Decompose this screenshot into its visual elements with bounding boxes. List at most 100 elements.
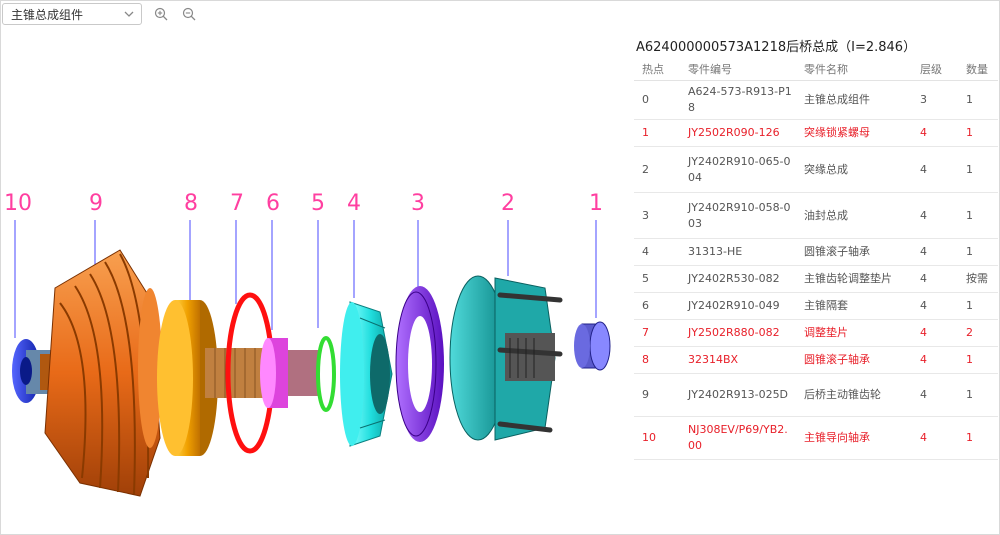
cell-name: 调整垫片 — [796, 319, 912, 347]
cell-level: 4 — [912, 319, 958, 347]
col-part-no: 零件编号 — [680, 58, 796, 81]
cell-name: 突缘锁紧螺母 — [796, 119, 912, 147]
callout-4[interactable]: 4 — [347, 191, 361, 216]
cell-level: 4 — [912, 416, 958, 460]
cell-hotspot: 9 — [634, 373, 680, 417]
cell-qty: 1 — [958, 373, 998, 417]
callout-5[interactable]: 5 — [311, 191, 325, 216]
part-1-lock-nut[interactable] — [574, 321, 611, 371]
assembly-title: A624000000573A1218后桥总成（I=2.846） — [636, 40, 917, 55]
callout-10[interactable]: 10 — [4, 191, 32, 216]
cell-level: 4 — [912, 146, 958, 193]
callout-7[interactable]: 7 — [230, 191, 244, 216]
cell-qty: 按需 — [958, 265, 998, 293]
cell-part-no: A624-573-R913-P18 — [680, 80, 796, 120]
col-level: 层级 — [912, 58, 958, 81]
callout-3[interactable]: 3 — [411, 191, 425, 216]
part-8-roller-bearing[interactable] — [157, 300, 270, 456]
parts-table-header: 热点 零件编号 零件名称 层级 数量 — [634, 58, 998, 81]
cell-part-no: JY2502R090-126 — [680, 119, 796, 147]
cell-hotspot: 7 — [634, 319, 680, 347]
cell-level: 3 — [912, 80, 958, 120]
cell-part-no: JY2402R910-065-004 — [680, 146, 796, 193]
cell-qty: 1 — [958, 238, 998, 266]
cell-part-no: NJ308EV/P69/YB2.00 — [680, 416, 796, 460]
callout-8[interactable]: 8 — [184, 191, 198, 216]
cell-name: 主锥齿轮调整垫片 — [796, 265, 912, 293]
zoom-out-icon — [182, 7, 196, 21]
exploded-diagram: 10 9 8 7 6 5 4 3 2 1 — [4, 191, 611, 497]
cell-name: 主锥总成组件 — [796, 80, 912, 120]
cell-part-no: JY2402R910-049 — [680, 292, 796, 320]
part-9-pinion-gear[interactable] — [40, 249, 162, 497]
part-2-flange[interactable] — [449, 275, 563, 441]
col-hotspot: 热点 — [634, 58, 680, 81]
cell-hotspot: 6 — [634, 292, 680, 320]
cell-qty: 1 — [958, 146, 998, 193]
cell-part-no: 31313-HE — [680, 238, 796, 266]
cell-level: 4 — [912, 192, 958, 239]
cell-hotspot: 0 — [634, 80, 680, 120]
callout-2[interactable]: 2 — [501, 191, 515, 216]
cell-part-no: JY2502R880-082 — [680, 319, 796, 347]
cell-qty: 1 — [958, 192, 998, 239]
cell-qty: 1 — [958, 292, 998, 320]
cell-level: 4 — [912, 373, 958, 417]
cell-hotspot: 3 — [634, 192, 680, 239]
cell-level: 4 — [912, 346, 958, 374]
part-6-spacer[interactable] — [260, 338, 318, 408]
cell-part-no: JY2402R530-082 — [680, 265, 796, 293]
cell-hotspot: 2 — [634, 146, 680, 193]
chevron-down-icon — [124, 11, 134, 17]
cell-qty: 1 — [958, 416, 998, 460]
cell-hotspot: 5 — [634, 265, 680, 293]
cell-part-no: 32314BX — [680, 346, 796, 374]
cell-qty: 1 — [958, 119, 998, 147]
col-qty: 数量 — [958, 58, 998, 81]
cell-name: 后桥主动锥齿轮 — [796, 373, 912, 417]
cell-name: 主锥导向轴承 — [796, 416, 912, 460]
cell-hotspot: 8 — [634, 346, 680, 374]
cell-level: 4 — [912, 292, 958, 320]
cell-hotspot: 10 — [634, 416, 680, 460]
zoom-in-icon — [154, 7, 168, 21]
callout-9[interactable]: 9 — [89, 191, 103, 216]
cell-qty: 1 — [958, 80, 998, 120]
col-name: 零件名称 — [796, 58, 912, 81]
zoom-out-button[interactable] — [180, 5, 198, 23]
assembly-select[interactable]: 主锥总成组件 — [2, 3, 142, 25]
cell-name: 圆锥滚子轴承 — [796, 346, 912, 374]
callout-1[interactable]: 1 — [589, 191, 603, 216]
callout-6[interactable]: 6 — [266, 191, 280, 216]
leader-lines — [14, 220, 597, 338]
zoom-in-button[interactable] — [152, 5, 170, 23]
part-5-shim[interactable] — [316, 336, 336, 412]
cell-name: 油封总成 — [796, 192, 912, 239]
cell-part-no: JY2402R910-058-003 — [680, 192, 796, 239]
cell-name: 主锥隔套 — [796, 292, 912, 320]
part-3-oil-seal[interactable] — [395, 286, 444, 442]
part-4-roller-bearing[interactable] — [340, 301, 393, 447]
cell-name: 圆锥滚子轴承 — [796, 238, 912, 266]
cell-hotspot: 4 — [634, 238, 680, 266]
cell-name: 突缘总成 — [796, 146, 912, 193]
toolbar: 主锥总成组件 — [2, 2, 198, 26]
cell-level: 4 — [912, 119, 958, 147]
cell-hotspot: 1 — [634, 119, 680, 147]
cell-qty: 1 — [958, 346, 998, 374]
cell-part-no: JY2402R913-025D — [680, 373, 796, 417]
cell-level: 4 — [912, 238, 958, 266]
cell-qty: 2 — [958, 319, 998, 347]
